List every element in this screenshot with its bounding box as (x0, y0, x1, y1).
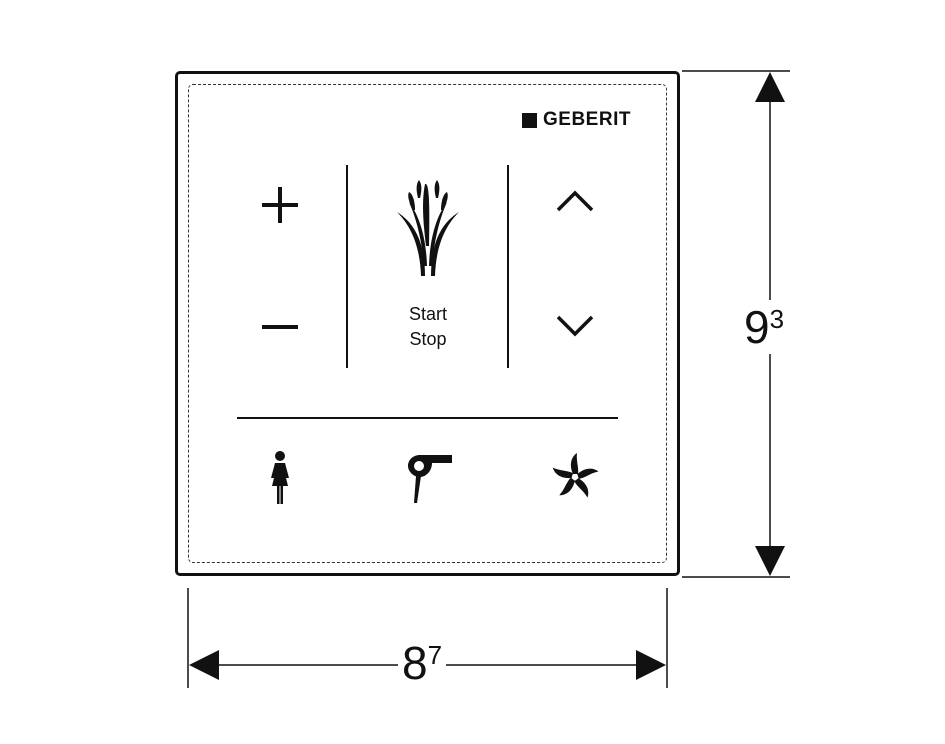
fan-button[interactable] (548, 450, 602, 504)
brand-name: GEBERIT (543, 109, 631, 130)
height-arrow-bottom (755, 546, 785, 576)
divider-left (346, 165, 348, 368)
woman-icon (271, 451, 289, 504)
minus-icon (262, 325, 298, 329)
width-dimension-value: 8 (402, 637, 428, 689)
down-button[interactable] (552, 308, 598, 344)
lady-wash-button[interactable] (260, 448, 300, 508)
width-arrow-left (189, 650, 219, 680)
width-arrow-right (636, 650, 666, 680)
chevron-up-icon (556, 190, 594, 212)
fan-icon (552, 453, 599, 498)
plus-icon (262, 187, 298, 223)
height-dimension-decimal: 3 (769, 304, 785, 334)
stop-label: Stop (409, 329, 447, 349)
minus-button[interactable] (255, 302, 305, 352)
start-stop-label: Start Stop (388, 302, 468, 352)
height-dimension-value: 9 (744, 301, 770, 353)
width-dimension-decimal: 7 (427, 640, 443, 670)
brand-square-icon (522, 112, 537, 128)
width-dimension-label: 87 (398, 637, 447, 689)
chevron-down-icon (556, 315, 594, 337)
divider-right (507, 165, 509, 368)
control-panel-dashed-border (188, 84, 667, 563)
start-stop-button[interactable] (388, 174, 468, 279)
plus-button[interactable] (255, 180, 305, 230)
start-label: Start (408, 304, 447, 324)
up-button[interactable] (552, 183, 598, 219)
divider-horizontal (237, 417, 618, 419)
height-dimension-label: 93 (744, 300, 785, 354)
control-panel-outline (175, 71, 680, 576)
hair-dryer-icon (408, 455, 452, 503)
brand-logo: GEBERIT (522, 108, 631, 132)
dryer-button[interactable] (405, 450, 455, 506)
water-spray-icon (397, 179, 459, 276)
height-arrow-top (755, 72, 785, 102)
